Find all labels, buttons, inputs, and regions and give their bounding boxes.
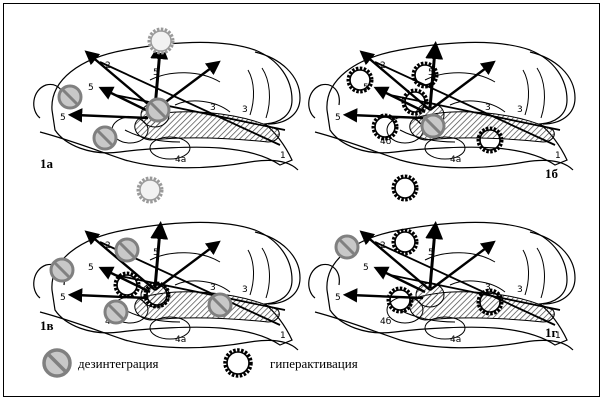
svg-text:5: 5	[210, 243, 216, 253]
panel-label-1g: 1г	[545, 325, 558, 340]
panel-1g: 2 5 5 5 5 3 3 4б 4а 1	[309, 176, 575, 350]
svg-text:3: 3	[485, 103, 491, 113]
svg-text:1: 1	[280, 151, 286, 161]
svg-text:2: 2	[105, 61, 111, 71]
svg-text:2: 2	[105, 241, 111, 251]
disintegration-icon	[44, 350, 70, 376]
svg-text:5: 5	[485, 63, 491, 73]
legend-hyperactivation-label: гиперактивация	[270, 356, 358, 371]
svg-text:5: 5	[210, 63, 216, 73]
legend: дезинтеграция гиперактивация	[44, 350, 358, 376]
svg-text:3: 3	[242, 285, 248, 295]
svg-text:5: 5	[153, 68, 159, 78]
panel-label-1b: 1б	[545, 166, 559, 181]
svg-text:3: 3	[210, 283, 216, 293]
svg-text:5: 5	[88, 83, 94, 93]
svg-text:3: 3	[517, 105, 523, 115]
svg-text:4а: 4а	[450, 335, 461, 345]
panel-label-1v: 1в	[40, 318, 54, 333]
svg-text:5: 5	[335, 113, 341, 123]
svg-text:5: 5	[60, 293, 66, 303]
panel-1v: 2 5 5 5 5 3 3 4б 4а 1	[34, 178, 300, 350]
svg-text:4а: 4а	[175, 335, 186, 345]
svg-text:4а: 4а	[450, 155, 461, 165]
svg-text:5: 5	[363, 263, 369, 273]
svg-text:3: 3	[242, 105, 248, 115]
hyperactivation-icon	[225, 350, 251, 376]
legend-disintegration-label: дезинтеграция	[78, 356, 159, 371]
svg-text:1: 1	[555, 151, 561, 161]
svg-text:3: 3	[517, 285, 523, 295]
svg-text:5: 5	[88, 263, 94, 273]
svg-text:5: 5	[60, 113, 66, 123]
svg-text:5: 5	[485, 243, 491, 253]
panel-1b: 2 5 5 5 5 3 3 4б 4а 1	[309, 42, 575, 170]
svg-text:1: 1	[280, 331, 286, 341]
svg-text:5: 5	[335, 293, 341, 303]
svg-text:5: 5	[428, 248, 434, 258]
panel-1a: 2 5 5 5 5 3 3 4б 4а 1	[34, 29, 300, 170]
svg-text:3: 3	[210, 103, 216, 113]
svg-text:4б: 4б	[380, 317, 392, 327]
svg-text:2: 2	[380, 241, 386, 251]
svg-text:4а: 4а	[175, 155, 186, 165]
panel-label-1a: 1а	[40, 156, 54, 171]
svg-text:2: 2	[380, 61, 386, 71]
svg-text:5: 5	[153, 248, 159, 258]
